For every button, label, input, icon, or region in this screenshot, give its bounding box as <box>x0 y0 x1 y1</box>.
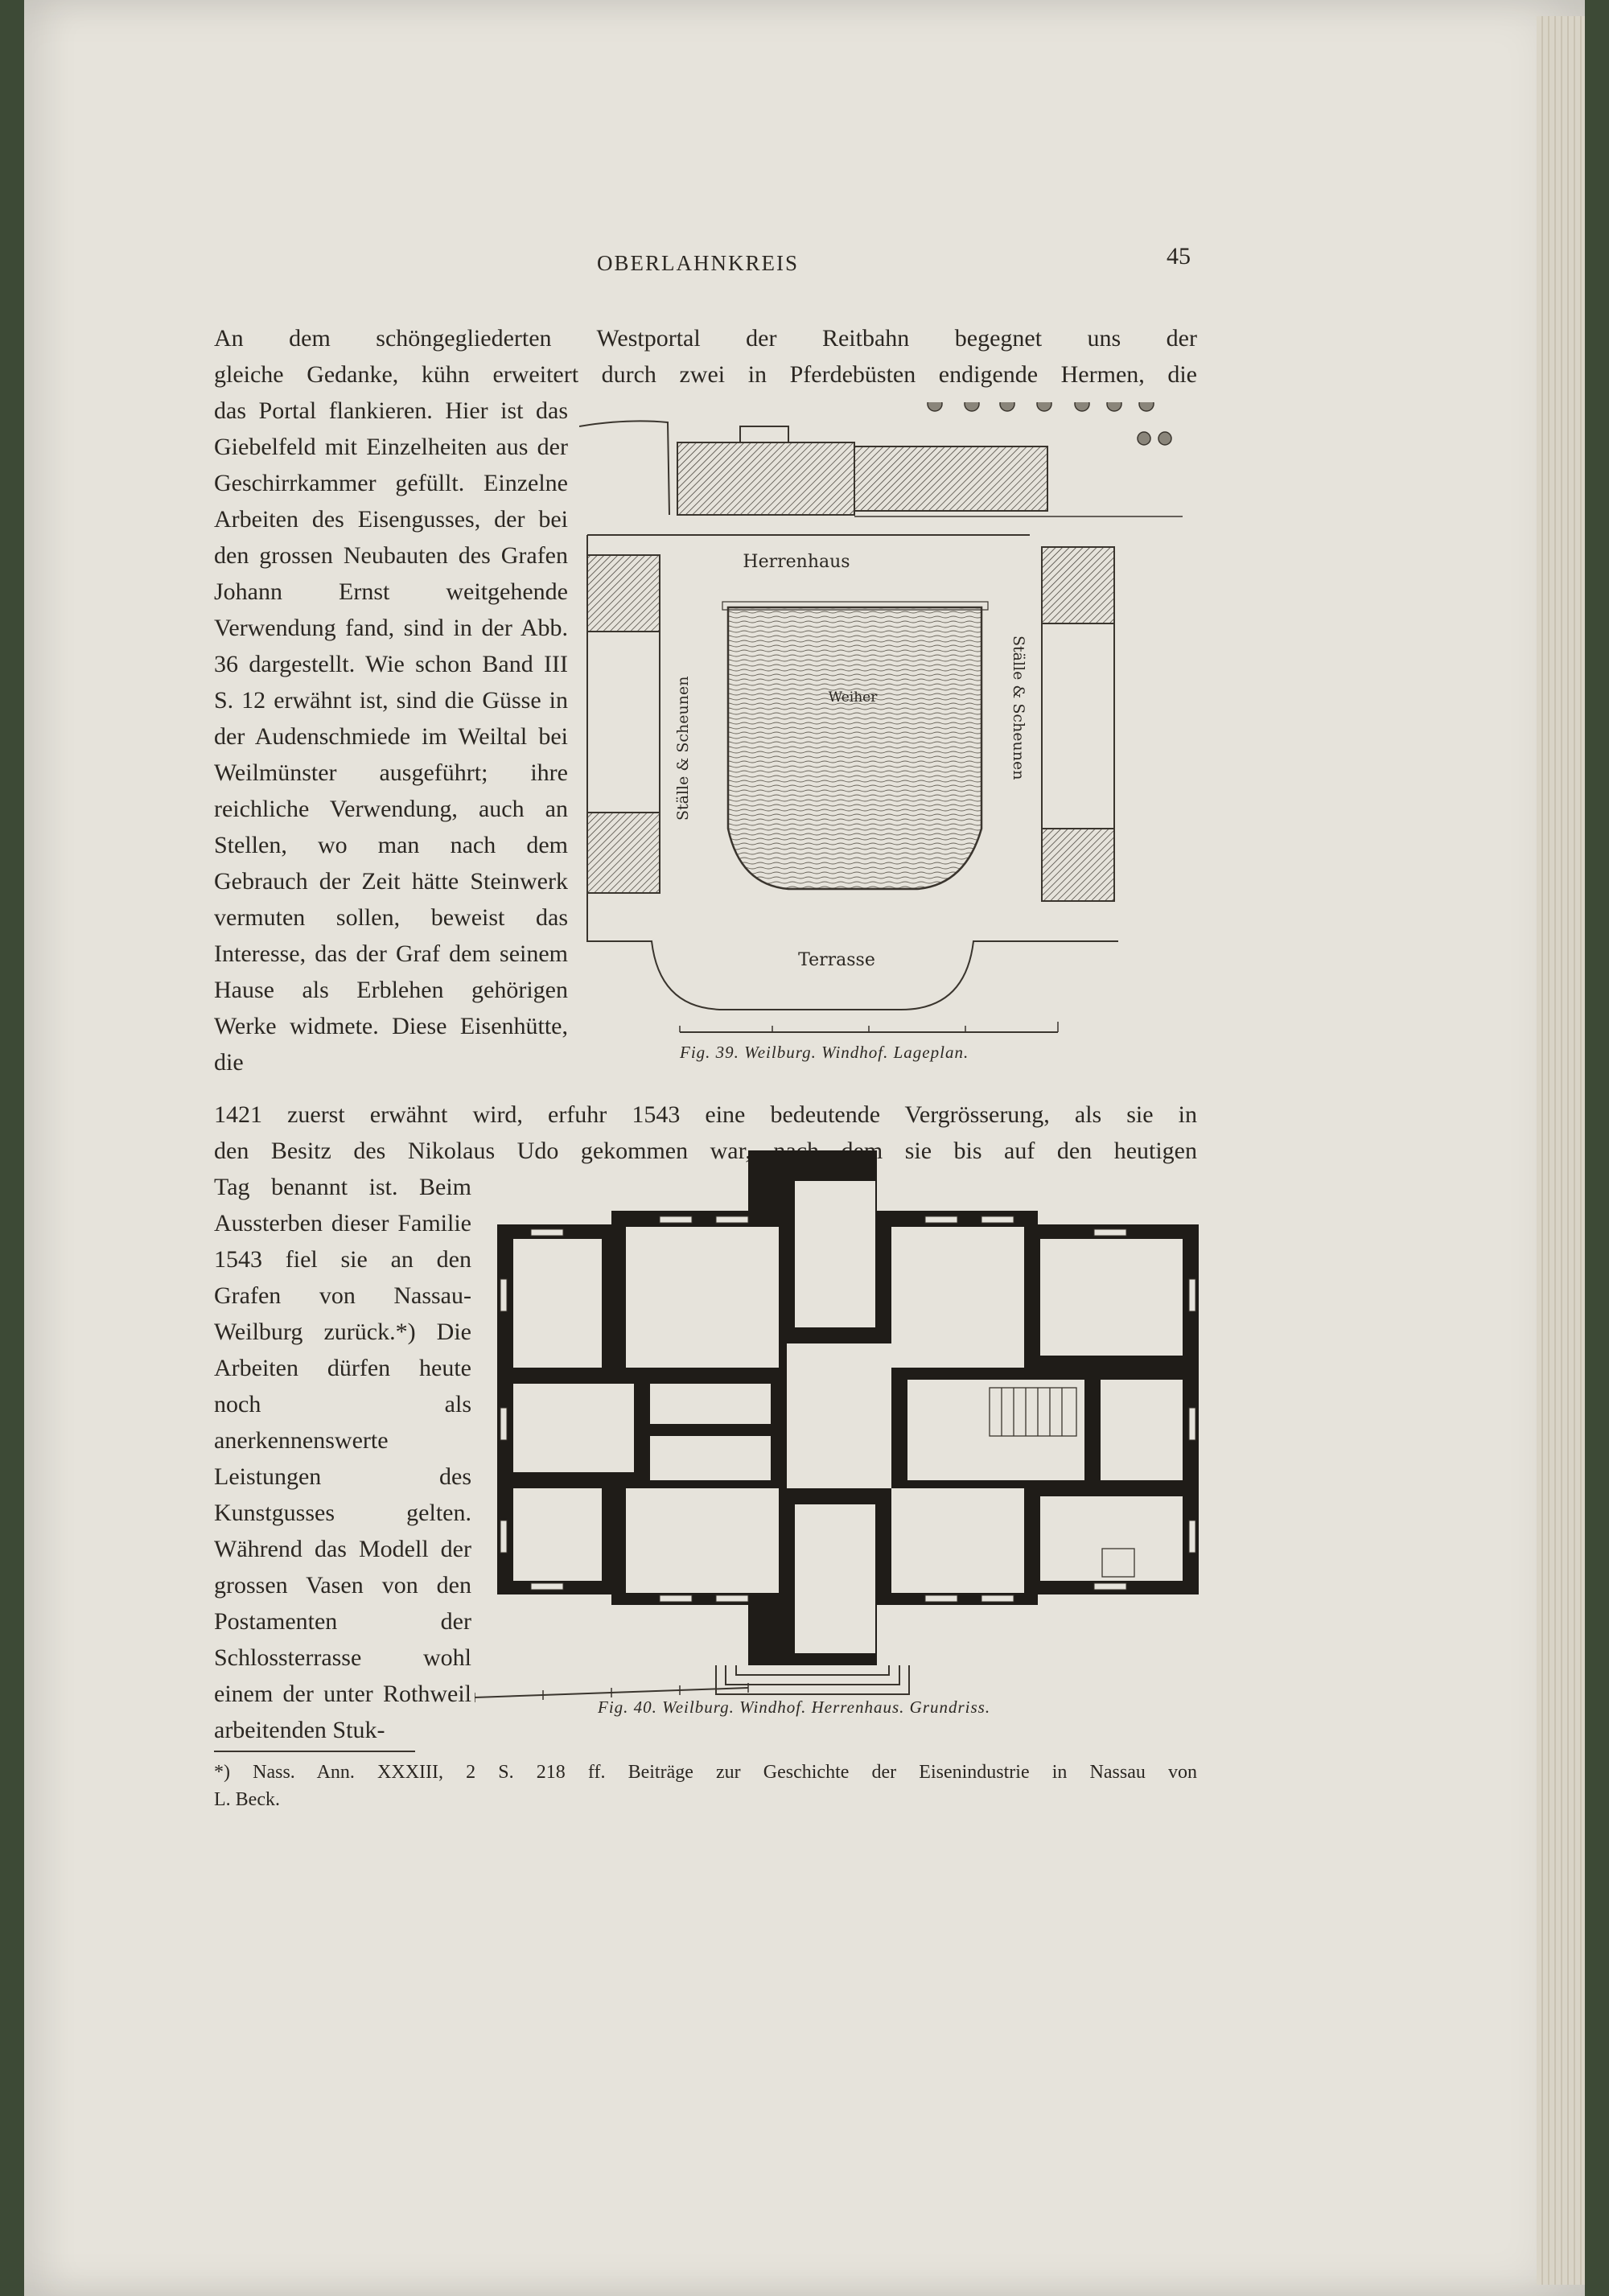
terrasse-label: Terrasse <box>798 950 875 970</box>
text-line-4: den Besitz des Nikolaus Udo gekommen war… <box>214 1138 1197 1164</box>
scale-bar-39 <box>679 1022 1059 1033</box>
running-head: OBERLAHNKREIS <box>597 251 800 275</box>
herrenhaus-label: Herrenhaus <box>743 552 850 572</box>
herrenhaus-building <box>677 442 855 516</box>
site-plan-figure: Herrenhaus Weiher Ställe & Scheunen Stäl… <box>579 402 1183 1033</box>
rooms <box>513 1181 1183 1653</box>
path-line <box>579 420 670 516</box>
figure-39-caption: Fig. 39. Weilburg. Windhof. Lageplan. <box>680 1043 969 1062</box>
terrace-wall <box>586 535 1118 1010</box>
stalle-right-label: Ställe & Scheunen <box>1010 636 1027 780</box>
entrance-steps <box>715 1665 910 1695</box>
tree-row <box>927 402 1172 446</box>
page-edge <box>1537 16 1585 2285</box>
page-number: 45 <box>1167 243 1191 270</box>
text-wrap-column-1: das Portal flankieren. Hier ist das Gieb… <box>214 397 568 1076</box>
figure-40-caption: Fig. 40. Weilburg. Windhof. Herrenhaus. … <box>598 1697 991 1717</box>
body-text: An dem schöngegliederten Westportal der … <box>214 320 1197 1743</box>
scale-bar-40 <box>475 1683 749 1702</box>
text-line-2: gleiche Gedanke, kühn erweitert durch zw… <box>214 361 1197 388</box>
weiher-label: Weiher <box>829 689 879 706</box>
side-building <box>854 446 1048 512</box>
pond <box>726 606 983 891</box>
footnote: *) Nass. Ann. XXXIII, 2 S. 218 ff. Beitr… <box>214 1759 1197 1813</box>
windows <box>500 1216 1196 1603</box>
text-line-1: An dem schöngegliederten Westportal der … <box>214 325 1197 352</box>
stalle-left-label: Ställe & Scheunen <box>674 677 692 821</box>
text-line-3: 1421 zuerst erwähnt wird, erfuhr 1543 ei… <box>214 1101 1197 1128</box>
floor-plan-figure <box>475 1150 1199 1702</box>
herrenhaus-porch <box>739 426 789 443</box>
staircase <box>989 1387 1135 1578</box>
book-page: OBERLAHNKREIS 45 An dem schöngegliederte… <box>24 0 1585 2296</box>
footnote-text: *) Nass. Ann. XXXIII, 2 S. 218 ff. Beitr… <box>214 1762 1197 1783</box>
text-wrap-column-2: Tag benannt ist. Beim Aussterben dieser … <box>214 1174 471 1743</box>
footnote-rule <box>214 1751 415 1752</box>
footnote-author: L. Beck. <box>214 1789 280 1810</box>
